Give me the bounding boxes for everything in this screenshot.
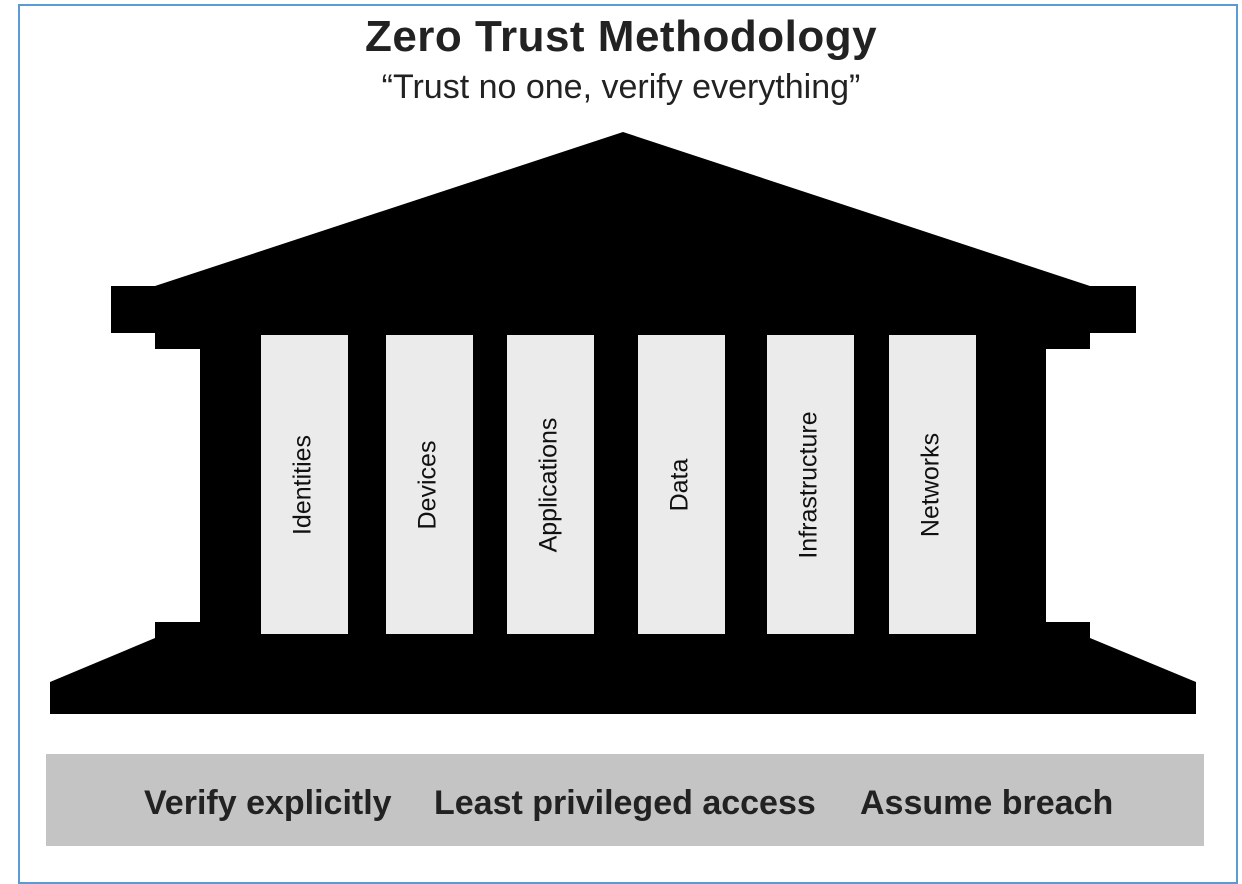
pillar-label-data: Data [666, 459, 694, 512]
pillar-identities: Identities [261, 335, 348, 634]
pillar-label-networks: Networks [917, 433, 945, 537]
pillar-networks: Networks [889, 335, 976, 634]
pillar-label-identities: Identities [289, 435, 317, 535]
pillar-label-applications: Applications [535, 418, 563, 553]
pillar-label-devices: Devices [414, 441, 442, 530]
pillar-data: Data [638, 335, 725, 634]
principle-assume-breach: Assume breach [860, 784, 1114, 822]
pillar-applications: Applications [507, 335, 594, 634]
principle-least-privileged-access: Least privileged access [434, 784, 816, 822]
pillar-devices: Devices [386, 335, 473, 634]
principle-verify-explicitly: Verify explicitly [144, 784, 392, 822]
diagram-title: Zero Trust Methodology [364, 12, 878, 61]
pillar-infrastructure: Infrastructure [767, 335, 854, 634]
diagram-subtitle: “Trust no one, verify everything” [381, 68, 861, 106]
temple-roof [50, 132, 1196, 714]
pillar-label-infrastructure: Infrastructure [795, 411, 823, 558]
principles-band: Verify explicitly Least privileged acces… [46, 754, 1204, 846]
